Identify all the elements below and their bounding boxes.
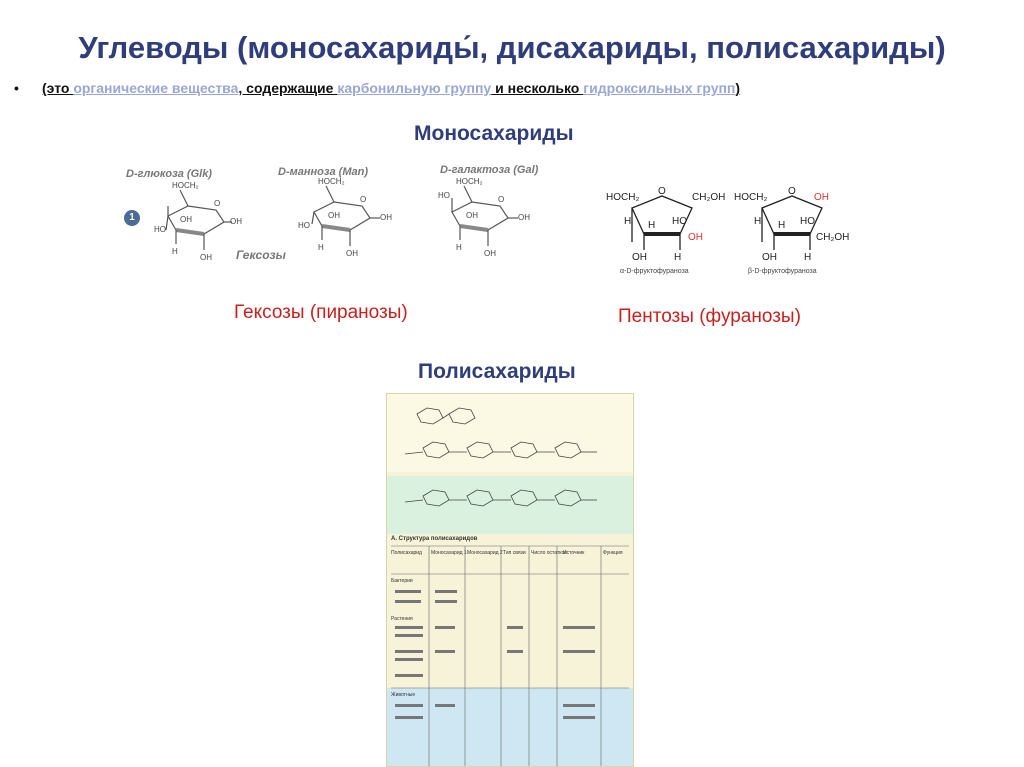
- definition-bullet: •(это органические вещества, содержащие …: [14, 80, 740, 96]
- link-hydroxyl-groups[interactable]: гидроксильных групп: [583, 80, 736, 96]
- svg-text:OH: OH: [380, 213, 392, 222]
- svg-text:CH₂OH: CH₂OH: [692, 192, 725, 203]
- bullet-marker: •: [14, 80, 19, 96]
- hexose-structures-figure: D-глюкоза (Glk) D-манноза (Man) D-галакт…: [118, 160, 580, 270]
- svg-text:HO: HO: [154, 225, 166, 234]
- svg-text:OH: OH: [762, 252, 777, 263]
- polysaccharide-chain-band: [387, 394, 633, 472]
- svg-text:HO: HO: [800, 216, 815, 227]
- svg-text:HO: HO: [298, 221, 310, 230]
- header-mono-2: Моносахарид 2: [467, 550, 503, 556]
- header-residue-count: Число остатков: [531, 550, 567, 556]
- figure-number-badge: 1: [124, 210, 140, 226]
- svg-text:H: H: [318, 243, 324, 252]
- svg-text:HOCH₂: HOCH₂: [318, 177, 345, 186]
- header-bond-type: Тип связи: [503, 550, 526, 556]
- svg-text:OH: OH: [346, 249, 358, 258]
- svg-text:H: H: [172, 247, 178, 256]
- svg-text:HOCH₂: HOCH₂: [734, 192, 767, 203]
- svg-text:OH: OH: [230, 217, 242, 226]
- svg-text:O: O: [658, 186, 666, 197]
- svg-text:H: H: [674, 252, 681, 263]
- svg-text:HO: HO: [438, 191, 450, 200]
- slide-title: Углеводы (моносахариды́, дисахариды, пол…: [78, 30, 946, 65]
- polysaccharide-structure-figure: A. Структура полисахаридов Полисахарид М…: [386, 393, 634, 767]
- link-organic-substances[interactable]: органические вещества: [73, 80, 239, 96]
- svg-text:OH: OH: [814, 192, 829, 203]
- section-bacteria: Бактерии: [391, 578, 413, 584]
- figure-number: 1: [129, 212, 135, 223]
- svg-text:OH: OH: [328, 211, 340, 220]
- header-mono-1: Моносахарид 1: [431, 550, 467, 556]
- svg-text:CH₂OH: CH₂OH: [816, 232, 849, 243]
- animal-section-band: [387, 688, 633, 766]
- glucose-label: D-глюкоза (Glk): [126, 168, 212, 180]
- svg-text:H: H: [624, 216, 631, 227]
- svg-text:H: H: [778, 220, 785, 231]
- bullet-text-3: и несколько: [491, 80, 584, 96]
- caption-pentoses: Пентозы (фуранозы): [618, 306, 801, 327]
- svg-text:H: H: [754, 216, 761, 227]
- hexoses-group-label: Гексозы: [236, 248, 286, 262]
- header-polysaccharide: Полисахарид: [391, 550, 422, 556]
- svg-text:OH: OH: [688, 232, 703, 243]
- svg-text:O: O: [214, 199, 220, 208]
- svg-text:OH: OH: [484, 249, 496, 258]
- bullet-text-4: ): [735, 80, 741, 96]
- bullet-text-1: (это: [42, 80, 74, 96]
- svg-text:O: O: [360, 195, 366, 204]
- svg-text:HOCH₂: HOCH₂: [456, 177, 483, 186]
- svg-text:HOCH₂: HOCH₂: [606, 192, 639, 203]
- section-plants: Растения: [391, 616, 413, 622]
- header-source: Источник: [563, 550, 585, 556]
- polysaccharide-table-caption: A. Структура полисахаридов: [391, 536, 478, 542]
- svg-text:OH: OH: [180, 215, 192, 224]
- caption-hexoses: Гексозы (пиранозы): [234, 302, 408, 323]
- header-function: Функция: [603, 550, 623, 556]
- heading-monosaccharides: Моносахариды: [414, 122, 574, 145]
- furanose-rings-drawing: HOCH₂ O CH₂OH H H HO OH H OH HOCH₂ O OH H H HO OH H…: [606, 186, 849, 263]
- svg-text:OH: OH: [200, 253, 212, 262]
- svg-text:HOCH₂: HOCH₂: [172, 181, 199, 190]
- furanose-structures-figure: HOCH₂ O CH₂OH H H HO OH H OH HOCH₂ O OH H H HO OH H…: [602, 178, 852, 280]
- bullet-text-2: , содержащие: [238, 80, 338, 96]
- polysaccharide-chains-drawing: [391, 407, 629, 766]
- beta-fructofuranose-label: β-D-фруктофураноза: [748, 268, 817, 275]
- svg-text:O: O: [788, 186, 796, 197]
- heading-polysaccharides: Полисахариды: [418, 360, 576, 383]
- svg-text:H: H: [456, 243, 462, 252]
- svg-text:H: H: [804, 252, 811, 263]
- alpha-fructofuranose-label: α-D-фруктофураноза: [620, 268, 689, 275]
- link-carbonyl-group[interactable]: карбонильную группу: [337, 80, 492, 96]
- murein-chain-band: [387, 476, 633, 534]
- svg-text:H: H: [648, 220, 655, 231]
- svg-text:OH: OH: [466, 211, 478, 220]
- mannose-label: D-манноза (Man): [278, 166, 368, 178]
- svg-text:HO: HO: [672, 216, 687, 227]
- svg-text:OH: OH: [518, 213, 530, 222]
- galactose-label: D-галактоза (Gal): [440, 164, 539, 176]
- svg-text:O: O: [498, 195, 504, 204]
- section-animals: Животные: [391, 692, 416, 698]
- svg-text:OH: OH: [632, 252, 647, 263]
